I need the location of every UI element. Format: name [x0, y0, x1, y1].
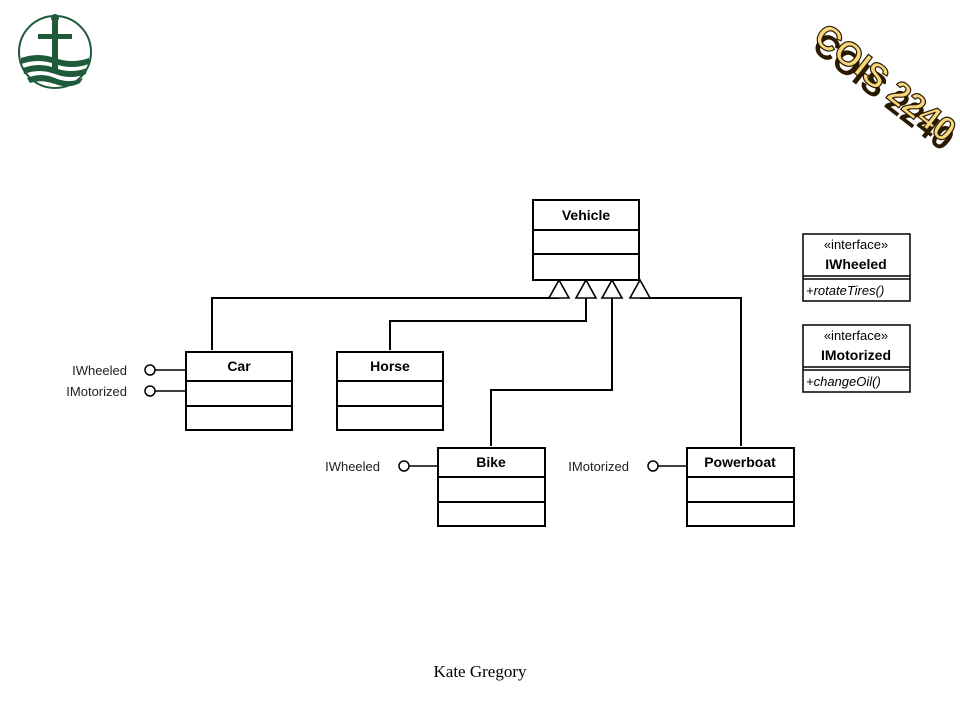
lollipop-car-iwheeled-label: IWheeled: [72, 363, 127, 378]
class-car-name: Car: [227, 358, 251, 374]
interface-iwheeled-operation: +rotateTires(): [806, 283, 884, 298]
class-bike: Bike: [437, 447, 546, 527]
lollipop-car-iwheeled: IWheeled: [72, 363, 186, 378]
class-vehicle: Vehicle: [532, 199, 640, 281]
generalization-connectors: [211, 297, 742, 446]
class-car: Car: [185, 351, 293, 431]
lollipop-car-imotorized: IMotorized: [66, 384, 186, 399]
university-crest-logo: [18, 14, 92, 89]
class-horse-name: Horse: [370, 358, 410, 374]
course-logo: COIS 2240 COIS 2240: [805, 16, 960, 159]
interface-iwheeled-stereotype: «interface»: [824, 237, 888, 252]
class-powerboat: Powerboat: [686, 447, 795, 527]
lollipop-powerboat-imotorized: IMotorized: [568, 459, 687, 474]
lollipop-bike-iwheeled: IWheeled: [325, 459, 438, 474]
footer-author: Kate Gregory: [433, 662, 527, 681]
inheritance-arrowheads: [547, 278, 652, 299]
interface-imotorized-operation: +changeOil(): [806, 374, 881, 389]
lollipop-powerboat-imotorized-label: IMotorized: [568, 459, 629, 474]
interface-iwheeled-name: IWheeled: [825, 256, 886, 272]
lollipop-car-imotorized-label: IMotorized: [66, 384, 127, 399]
class-powerboat-name: Powerboat: [704, 454, 776, 470]
class-bike-name: Bike: [476, 454, 506, 470]
lollipop-bike-iwheeled-label: IWheeled: [325, 459, 380, 474]
interface-iwheeled: «interface» IWheeled +rotateTires(): [802, 233, 911, 302]
class-vehicle-name: Vehicle: [562, 207, 610, 223]
interface-imotorized-stereotype: «interface»: [824, 328, 888, 343]
interface-imotorized: «interface» IMotorized +changeOil(): [802, 324, 911, 393]
class-horse: Horse: [336, 351, 444, 431]
course-logo-text: COIS 2240: [807, 16, 960, 150]
interface-imotorized-name: IMotorized: [821, 347, 891, 363]
